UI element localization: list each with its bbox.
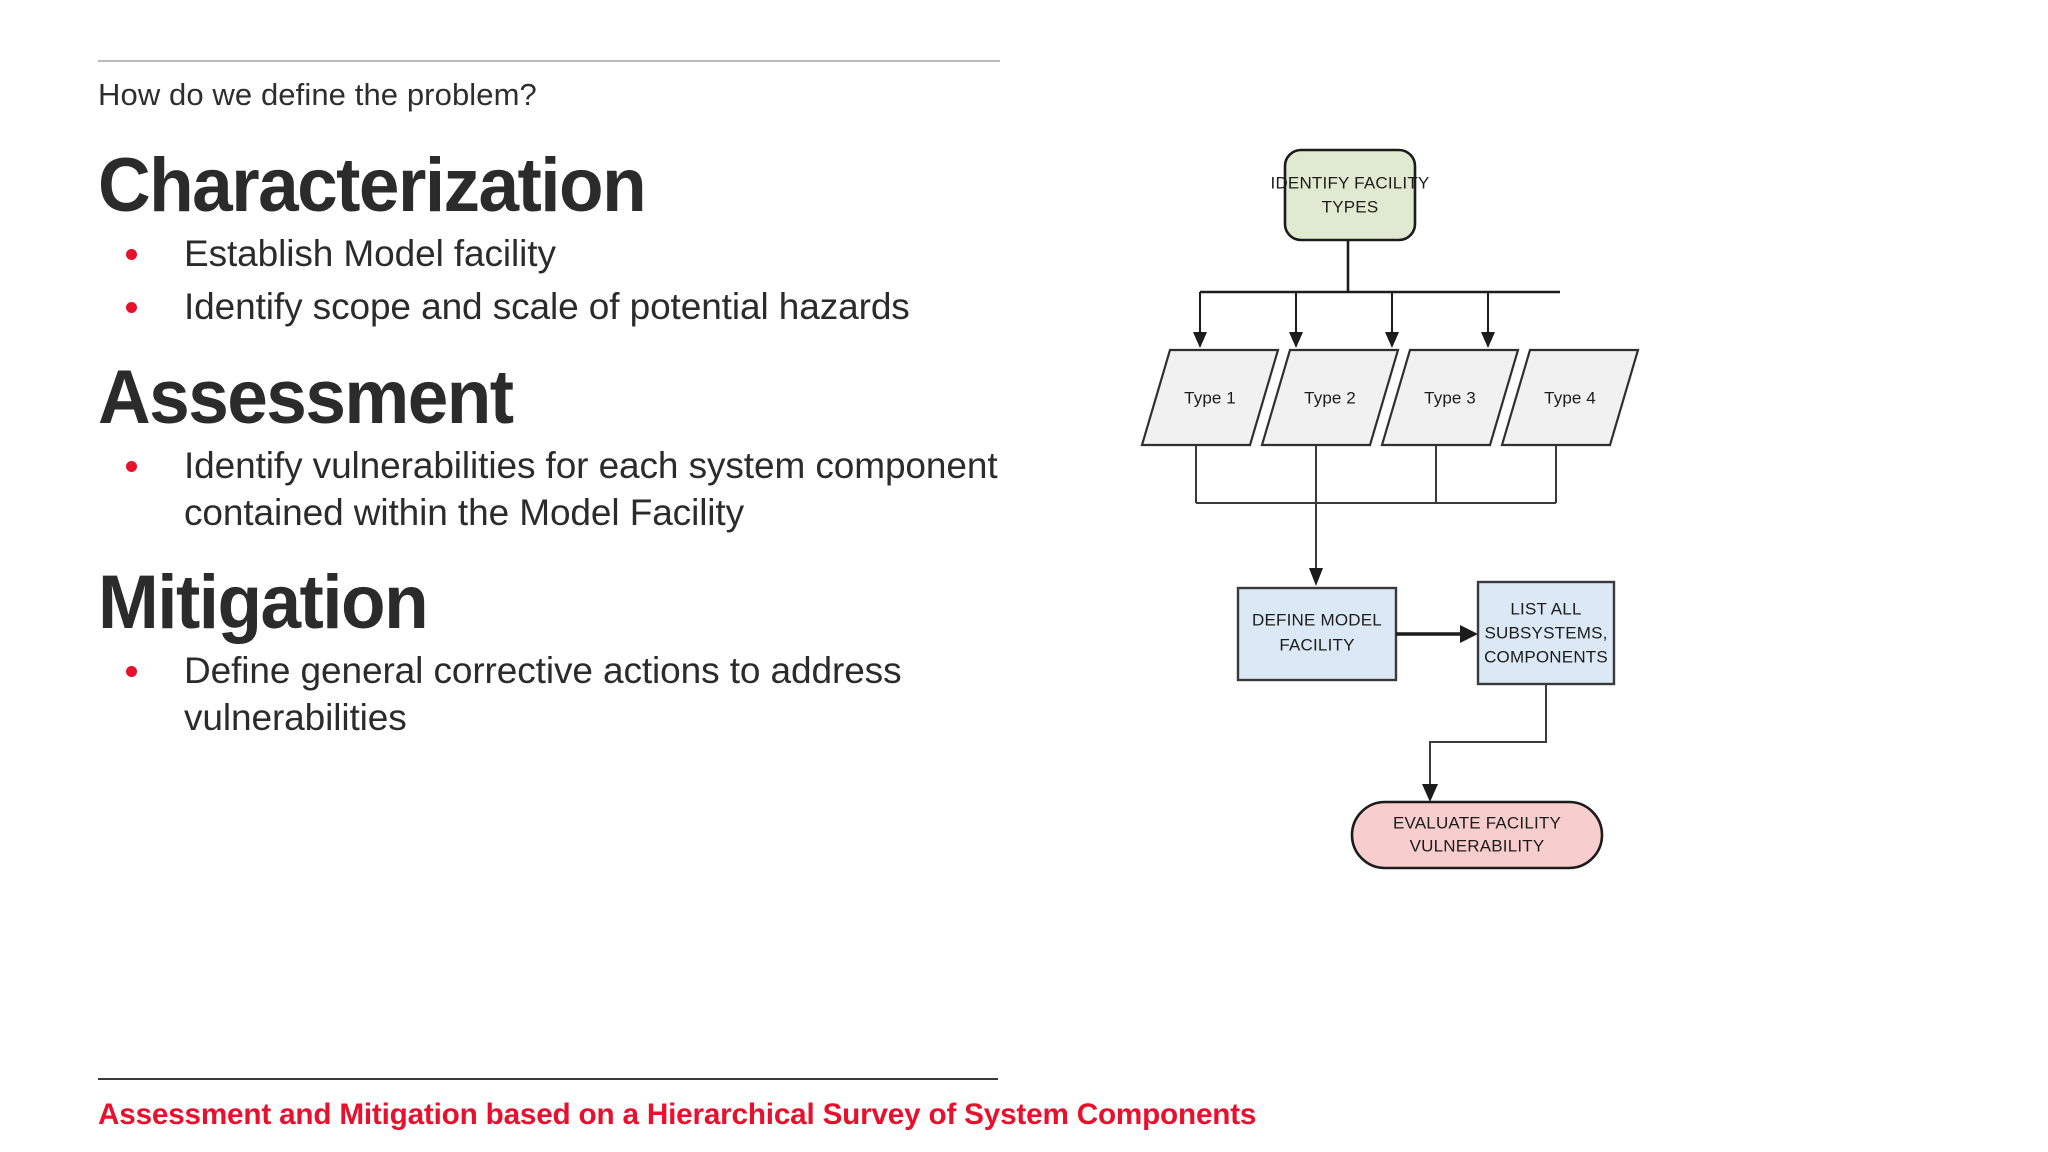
node-label-type-1: Type 1 [1184,388,1236,407]
node-label-evaluate-line1: EVALUATE FACILITY [1393,813,1561,832]
bullet-dot-icon [126,460,137,472]
section-mitigation: Mitigation Define general corrective act… [98,560,1018,741]
edge-list-to-evaluate [1429,684,1547,788]
node-label-type-4: Type 4 [1544,388,1596,407]
bullet-text: Establish Model facility [184,233,556,275]
node-label-type-3: Type 3 [1424,388,1476,407]
node-identify-facility-types [1283,148,1417,242]
bullet-text: Identify vulnerabilities for each system… [184,444,998,533]
slide-footer: Assessment and Mitigation based on a Hie… [98,1078,1257,1132]
footer-note: Assessment and Mitigation based on a Hie… [98,1098,1257,1131]
list-item: Define general corrective actions to add… [98,648,1014,741]
facility-flowchart: Type 1 Type 2 Type 3 Type 4 IDENTIFY FAC… [1130,140,2010,920]
node-label-define-line1: DEFINE MODEL [1252,610,1382,629]
node-label-root-line2: TYPES [1322,197,1379,216]
section-assessment: Assessment Identify vulnerabilities for … [98,354,1018,536]
bullet-text: Define general corrective actions to add… [184,650,902,739]
node-type-2 [1260,348,1400,447]
section-characterization: Characterization Establish Model facilit… [98,143,1018,330]
list-item: Identify scope and scale of potential ha… [98,284,1014,331]
edge-types-to-define-model [1195,445,1557,572]
edge-root-arrowheads [1193,332,1495,348]
bullet-dot-icon [126,302,137,314]
edge-root-to-types [1199,240,1560,336]
list-item: Identify vulnerabilities for each system… [98,443,1014,536]
bullet-dot-icon [126,666,137,678]
node-label-list-line3: COMPONENTS [1484,647,1608,666]
footer-divider [98,1078,998,1080]
section-title-characterization: Characterization [98,143,647,229]
node-label-list-line1: LIST ALL [1510,599,1581,618]
node-label-list-line2: SUBSYSTEMS, [1484,623,1607,642]
section-title-mitigation: Mitigation [98,560,429,646]
node-label-evaluate-line2: VULNERABILITY [1410,836,1545,855]
edge-list-to-evaluate-arrowhead [1422,784,1438,802]
node-type-1 [1140,348,1280,447]
node-type-4 [1500,348,1640,447]
list-item: Establish Model facility [98,231,1014,278]
section-title-assessment: Assessment [98,354,514,440]
slide-kicker: How do we define the problem? [98,77,537,112]
header-divider [98,60,1000,62]
edge-merge-arrowhead [1309,568,1323,586]
bullet-dot-icon [126,249,137,261]
node-label-root-line1: IDENTIFY FACILITY [1271,173,1430,192]
edge-define-to-list-arrowhead [1460,625,1478,643]
bullet-list-mitigation: Define general corrective actions to add… [98,648,1018,741]
bullet-text: Identify scope and scale of potential ha… [184,286,910,328]
bullet-list-characterization: Establish Model facility Identify scope … [98,231,1018,330]
node-label-define-line2: FACILITY [1279,635,1354,654]
node-list-all-subsystems [1476,580,1616,686]
node-evaluate-facility-vulnerability [1350,800,1604,870]
node-define-model-facility [1236,586,1398,682]
bullet-list-assessment: Identify vulnerabilities for each system… [98,443,1018,536]
node-label-type-2: Type 2 [1304,388,1356,407]
node-type-3 [1380,348,1520,447]
content-column: How do we define the problem? Characteri… [98,60,1018,748]
